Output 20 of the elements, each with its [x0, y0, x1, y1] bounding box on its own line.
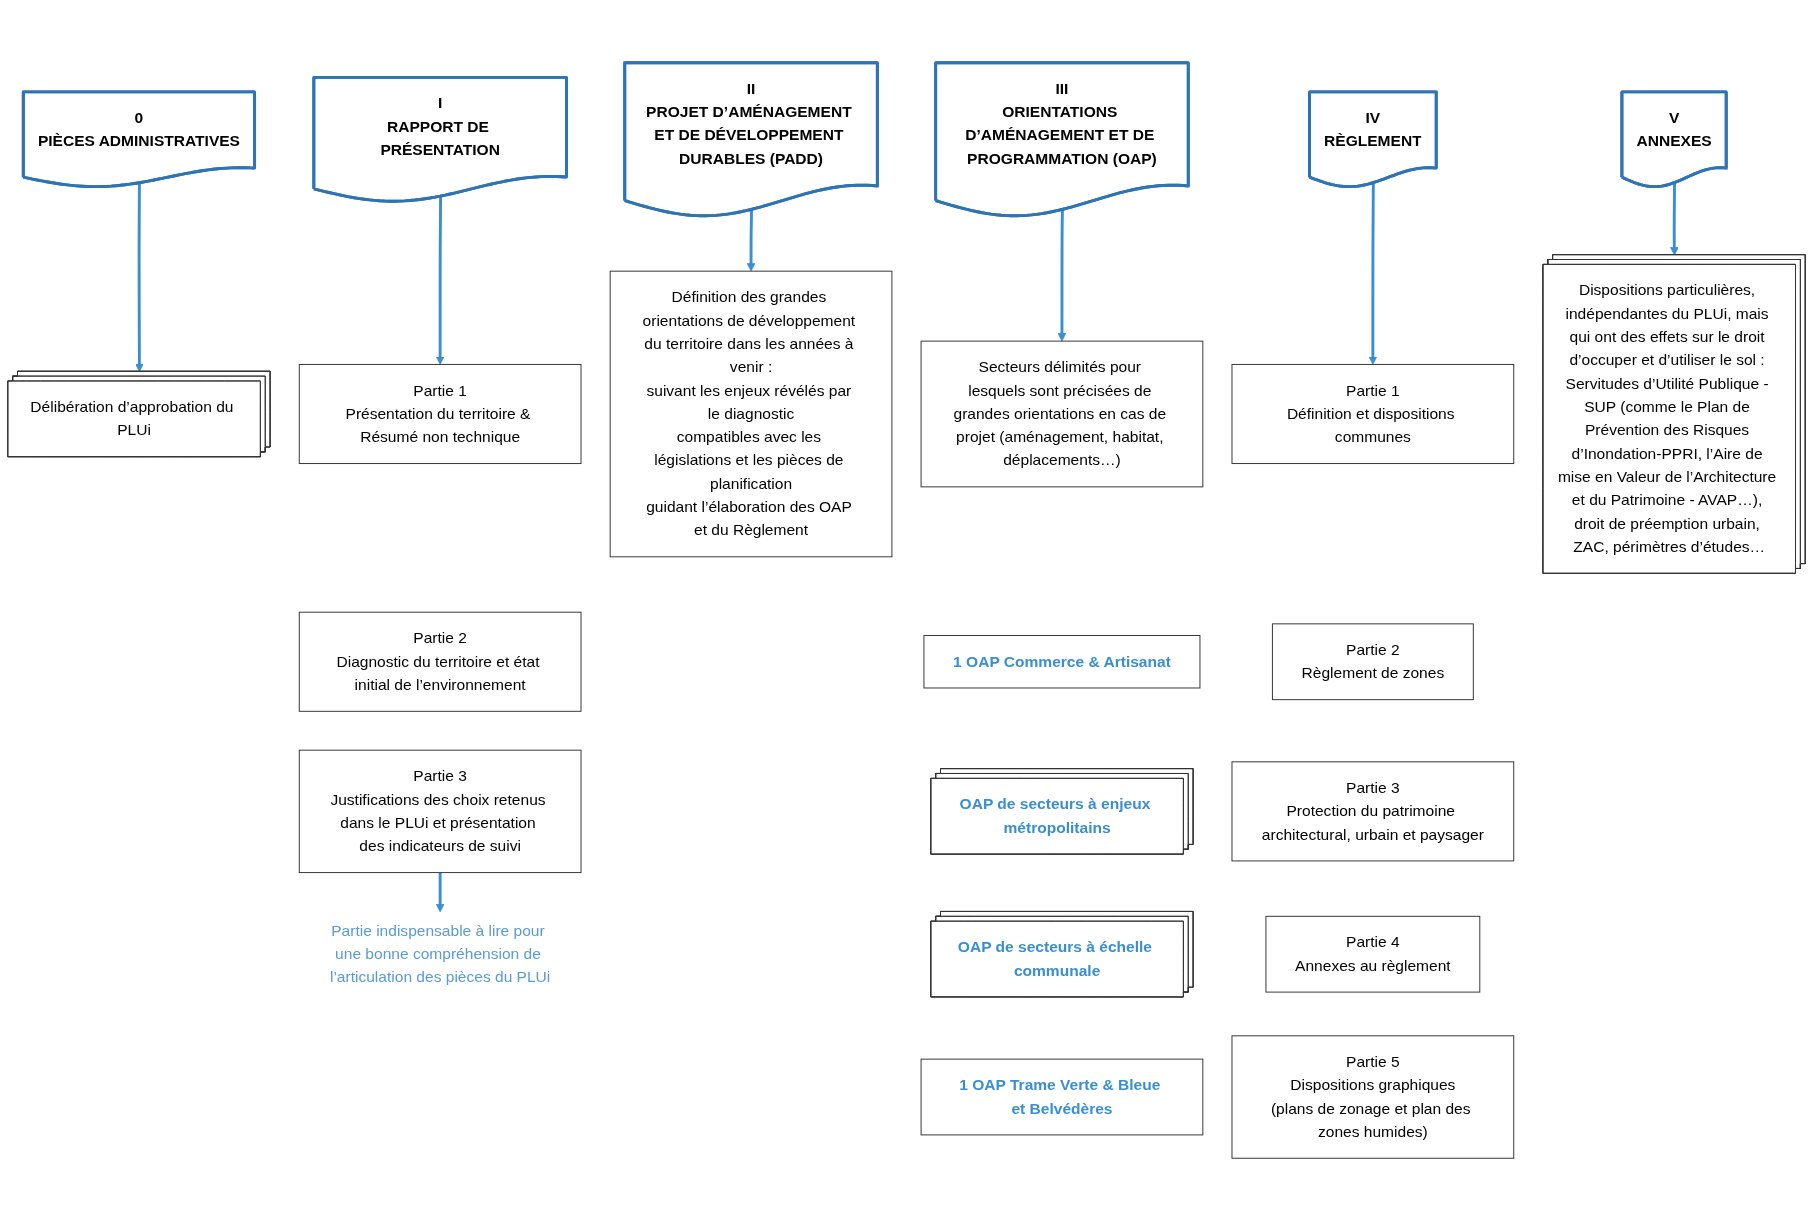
node-text: Partie indispensable à lire pour une bonne compréhension de l’articulation des pièces du PLUi: [329, 922, 551, 986]
node-box: Partie 4 Annexes au règlement: [1265, 915, 1481, 993]
node-box: Partie 1 Définition et dispositions communes: [1231, 363, 1515, 465]
arrow: [435, 872, 445, 913]
arrow: [135, 183, 144, 373]
node-box: 1 OAP Trame Verte & Bleue et Belvédères: [920, 1058, 1204, 1136]
arrow: [746, 209, 756, 272]
node-box: Partie 2 Diagnostic du territoire et état initial de l’environnement: [298, 611, 582, 712]
arrow: [435, 196, 445, 365]
node-box: Partie 3 Protection du patrimoine architectural, urbain et paysager: [1231, 761, 1515, 862]
node-box: Partie 2 Règlement de zones: [1271, 623, 1474, 701]
node-box: Secteurs délimités pour lesquels sont précisées de grandes orientations en cas de projet (aménagement, habitat, déplacements…): [920, 340, 1204, 488]
arrow: [1670, 183, 1679, 256]
arrow: [1368, 183, 1378, 365]
node-box: Partie 5 Dispositions graphiques (plans de zonage et plan des zones humides): [1231, 1035, 1515, 1159]
node-box: Partie 3 Justifications des choix retenus dans le PLUi et présentation des indicateurs de suivi: [298, 749, 582, 874]
node-box: Définition des grandes orientations de développement du territoire dans les années à venir : suivant les enjeux révélés par le diagnostic compatibles avec les législations et les pièces de planification guidant l’élaboration des OAP et du Règlement: [609, 270, 893, 558]
node-box: 1 OAP Commerce & Artisanat: [923, 635, 1201, 689]
node-box: Partie 1 Présentation du territoire & Résumé non technique: [298, 363, 582, 465]
arrow: [1057, 209, 1067, 342]
